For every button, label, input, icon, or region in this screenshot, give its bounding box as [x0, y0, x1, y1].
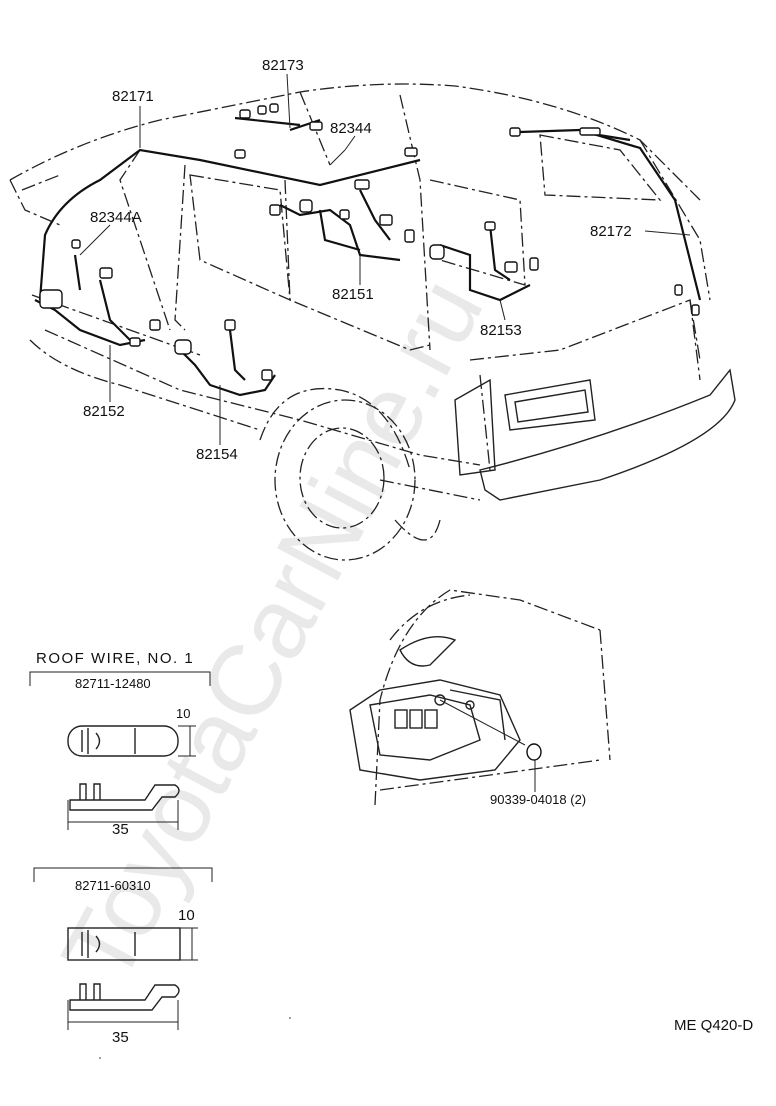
wire-connectors	[39, 103, 700, 381]
clamp-detail-2	[33, 867, 213, 1030]
clamp-2-height-dim: 10	[178, 907, 195, 924]
callout-82151: 82151	[332, 286, 374, 303]
floor-wire-harness-82154	[174, 329, 276, 397]
clamp-1-part-number: 82711-12480	[75, 676, 151, 691]
clamp-2-length-dim: 35	[112, 1029, 129, 1046]
clamp-1-height-dim: 10	[176, 706, 190, 721]
callout-82172: 82172	[590, 223, 632, 240]
callout-82171: 82171	[112, 88, 154, 105]
callout-82154: 82154	[196, 446, 238, 463]
stray-dot	[289, 1017, 291, 1019]
callout-82173: 82173	[262, 57, 304, 74]
leader-lines	[79, 73, 691, 445]
floor-wire-harness-82153	[439, 224, 531, 302]
clamp-detail-1	[29, 671, 211, 830]
callout-82344: 82344	[330, 120, 372, 137]
clamp-2-part-number: 82711-60310	[75, 878, 151, 893]
bolt-part-label: 90339-04018 (2)	[490, 792, 586, 807]
roof-wire-header: ROOF WIRE, NO. 1	[36, 650, 194, 667]
callout-82344a: 82344A	[90, 209, 142, 226]
engine-bay-inset	[349, 589, 611, 806]
drawing-code: ME Q420-D	[674, 1017, 753, 1034]
callout-82153: 82153	[480, 322, 522, 339]
callout-82152: 82152	[83, 403, 125, 420]
stray-dot-2	[99, 1057, 101, 1059]
clamp-1-length-dim: 35	[112, 821, 129, 838]
roof-wire-harness	[38, 116, 702, 301]
